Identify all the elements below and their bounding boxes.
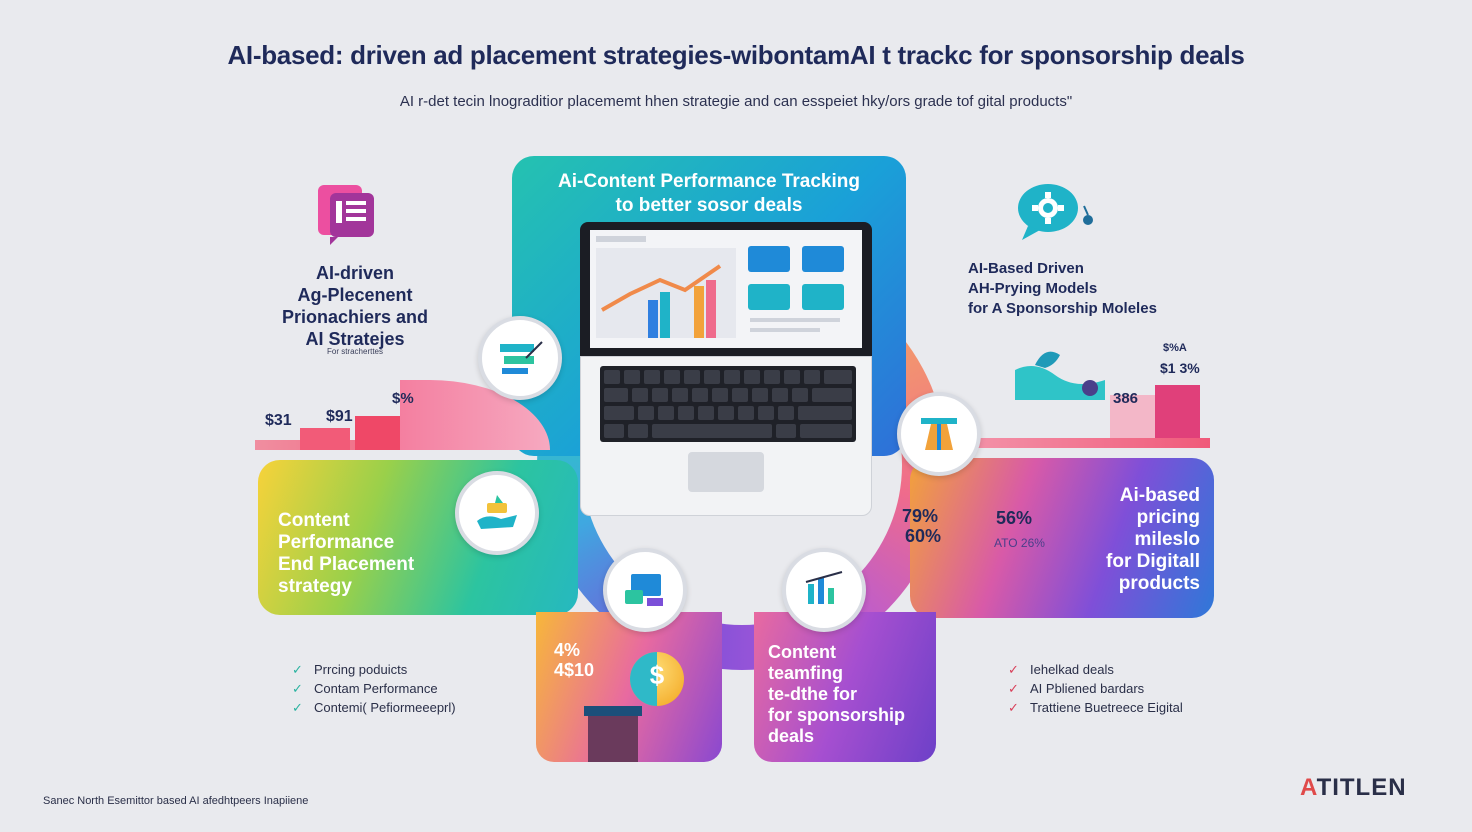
hand-money-icon: [477, 495, 517, 529]
keyboard-keys-icon: [604, 370, 852, 438]
left-panel-line: Content: [278, 510, 350, 531]
footer-source: Sanec North Esemittor based AI afedhtpee…: [43, 795, 309, 807]
bottom-right-line: teamfing: [768, 663, 844, 683]
page-subtitle: AI r-det tecin lnograditior placememt hh…: [399, 93, 1073, 110]
bubble-flask-icon: [897, 392, 981, 476]
gear-chat-icon: [1018, 184, 1093, 240]
right-price: $%A: [1163, 342, 1187, 354]
percent-label: 56%: [996, 508, 1033, 528]
right-heading-line: AH-Prying Models: [968, 280, 1098, 297]
document-chat-icon: [318, 185, 374, 245]
left-panel-text: Content Performance End Placement strate…: [278, 510, 478, 598]
list-item: ✓ Contam Performance: [292, 679, 456, 698]
left-heading-line: Ag-Plecenent: [297, 285, 413, 305]
check-icon: ✓: [292, 680, 303, 696]
bubble-hand-icon: [455, 471, 539, 555]
percent-label: 60%: [905, 526, 942, 546]
bottom-left-line: 4%: [554, 640, 581, 660]
list-item: ✓ Trattiene Buetreece Eigital: [1008, 698, 1183, 717]
list-item: ✓ Contemi( Pefiormeeeprl): [292, 698, 456, 717]
keyboard: [600, 366, 856, 442]
right-price: 386: [1113, 390, 1139, 407]
coin-symbol: $: [649, 660, 665, 690]
left-price: $%: [392, 390, 414, 407]
bottom-right-line: te-dthe for: [768, 684, 857, 704]
right-panel-line: pricing: [1136, 507, 1200, 528]
bar-chart-icon: [805, 571, 843, 604]
brand-logo-text: TITLEN: [1316, 774, 1407, 801]
bottom-right-panel: [754, 612, 936, 762]
percent-label: ATO 26%: [994, 536, 1045, 550]
check-icon: ✓: [1008, 680, 1019, 696]
wave-illustration-icon: [1015, 351, 1105, 400]
list-item: ✓ Prrcing poduicts: [292, 660, 456, 679]
trackpad: [688, 452, 764, 492]
bubble-screen-icon: [603, 548, 687, 632]
list-item-label: Contam Performance: [314, 681, 438, 696]
list-item-label: Iehelkad deals: [1030, 662, 1114, 677]
stand-base: [588, 716, 638, 762]
right-price: $1 3%: [1160, 360, 1200, 376]
left-bar: [300, 428, 350, 450]
right-heading: AI-Based Driven AH-Prying Models for A S…: [968, 259, 1198, 319]
checklist-left: ✓ Prrcing poduicts ✓ Contam Performance …: [292, 660, 456, 717]
right-panel: [910, 458, 1214, 618]
brand-logo: ATITLEN: [1300, 774, 1407, 802]
list-item: ✓ AI Pbliened bardars: [1008, 679, 1183, 698]
left-heading-line: AI-driven: [315, 263, 394, 283]
bottom-right-text: Content teamfing te-dthe for for sponsor…: [768, 642, 938, 747]
check-icon: ✓: [1008, 661, 1019, 677]
bottom-left-line: 4$10: [554, 660, 595, 680]
lab-icon: [921, 418, 957, 450]
dashboard-chart-icon: [596, 236, 844, 338]
left-price: $91: [326, 408, 353, 425]
right-panel-line: Ai-based: [1119, 485, 1200, 506]
right-panel-text: Ai-based pricing mileslo for Digitall pr…: [1070, 485, 1200, 595]
left-panel-line: End Placement: [278, 554, 415, 575]
left-heading: AI-driven Ag-Plecenent Prionachiers and …: [260, 262, 450, 350]
brand-logo-accent: A: [1300, 774, 1317, 801]
right-panel-line: mileslo: [1134, 529, 1200, 550]
checklist-right: ✓ Iehelkad deals ✓ AI Pbliened bardars ✓…: [1008, 660, 1183, 717]
list-item: ✓ Iehelkad deals: [1008, 660, 1183, 679]
left-heading-line: Prionachiers and: [281, 307, 429, 327]
list-item-label: Trattiene Buetreece Eigital: [1030, 700, 1183, 715]
left-panel-line: strategy: [278, 576, 352, 597]
left-panel-line: Performance: [278, 532, 395, 553]
list-item-label: AI Pbliened bardars: [1030, 681, 1145, 696]
stand-top: [584, 706, 642, 716]
check-icon: ✓: [1008, 699, 1019, 715]
left-price: $31: [265, 412, 292, 429]
list-item-label: Prrcing poduicts: [314, 662, 408, 677]
bubble-bars-icon: [782, 548, 866, 632]
laptop-display: [590, 230, 862, 348]
page-title: AI-based: driven ad placement strategies…: [227, 40, 1245, 70]
center-panel-title-line1: Ai-Content Performance Tracking: [558, 171, 860, 192]
left-heading-line: AI Stratejes: [305, 329, 405, 349]
bottom-right-line: deals: [768, 726, 815, 746]
list-item-label: Contemi( Pefiormeeeprl): [314, 700, 456, 715]
right-bar: [1110, 395, 1155, 443]
bubble-chart-icon: [478, 316, 562, 400]
right-heading-line: AI-Based Driven: [968, 260, 1084, 277]
check-icon: ✓: [292, 661, 303, 677]
left-caption: For stracherttes: [326, 347, 383, 356]
right-panel-line: products: [1118, 573, 1200, 594]
right-panel-line: for Digitall: [1106, 551, 1200, 572]
check-icon: ✓: [292, 699, 303, 715]
right-heading-line: for A Sponsorship Moleles: [968, 300, 1157, 317]
bottom-right-line: for sponsorship: [768, 705, 906, 725]
center-panel-title: Ai-Content Performance Tracking to bette…: [512, 170, 906, 218]
percent-label: 79%: [902, 506, 939, 526]
right-bar: [1155, 385, 1200, 445]
monitor-icon: [625, 574, 663, 606]
right-band: [910, 438, 1210, 448]
analytics-icon: [500, 341, 543, 374]
bottom-right-line: Content: [768, 642, 836, 662]
center-panel-title-line2: to better sosor deals: [615, 195, 803, 216]
